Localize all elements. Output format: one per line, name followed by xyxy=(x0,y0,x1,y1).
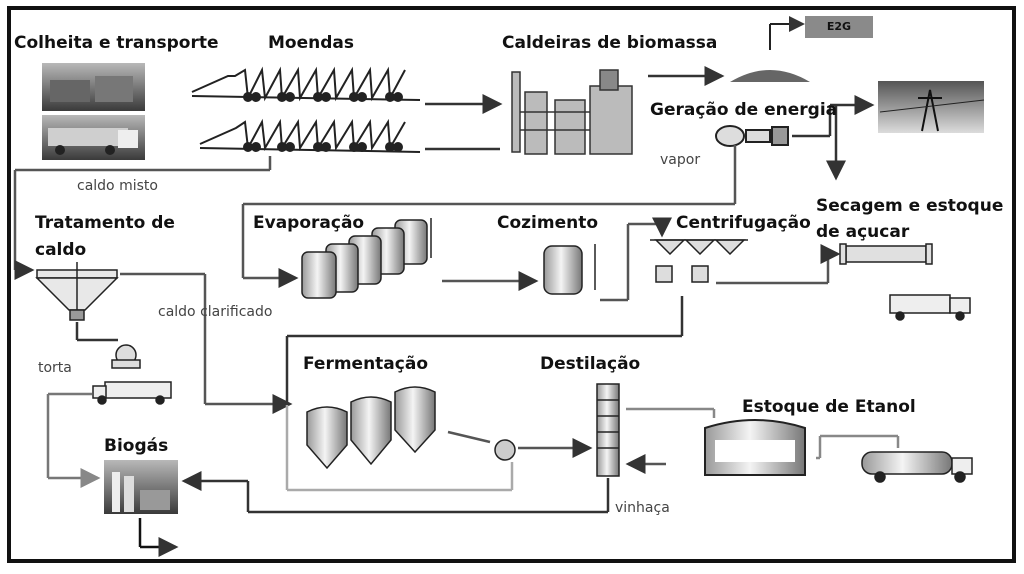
label-drying-line1: Secagem e estoque xyxy=(816,196,1004,216)
label-centrifuge: Centrifugação xyxy=(676,213,811,233)
label-distillation: Destilação xyxy=(540,354,641,374)
clarifier-illustration xyxy=(35,262,119,321)
label-evaporation: Evaporação xyxy=(253,213,365,233)
label-fermentation: Fermentação xyxy=(303,354,429,374)
label-vinasse: vinhaça xyxy=(615,500,670,516)
ethanol-tanker-illustration xyxy=(861,451,973,483)
label-ethanol-storage: Estoque de Etanol xyxy=(742,397,916,417)
label-biogas: Biogás xyxy=(104,436,169,456)
harvest-photos xyxy=(42,63,145,160)
label-boilers: Caldeiras de biomassa xyxy=(502,33,718,53)
filter-illustration xyxy=(111,344,141,369)
label-mills: Moendas xyxy=(268,33,354,53)
fermentation-tanks-illustration xyxy=(306,386,516,470)
sugar-truck-illustration xyxy=(889,294,971,321)
generator-illustration xyxy=(715,125,789,147)
label-filter-cake: torta xyxy=(38,360,72,376)
evaporators-illustration xyxy=(301,218,432,299)
flow-lines xyxy=(13,66,900,557)
centrifuges-illustration xyxy=(650,239,748,283)
cooking-pan-illustration xyxy=(543,244,596,295)
label-drying-line2: de açucar xyxy=(816,222,910,242)
label-cooking: Cozimento xyxy=(497,213,599,233)
dryer-illustration xyxy=(839,243,933,265)
label-treatment-line2: caldo xyxy=(35,240,87,260)
mills-illustration xyxy=(191,66,421,153)
power-lines-photo xyxy=(878,81,985,133)
boilers-illustration xyxy=(511,69,633,155)
label-clarified-juice: caldo clarificado xyxy=(158,304,273,320)
cake-truck-illustration xyxy=(92,381,172,405)
label-mixed-juice: caldo misto xyxy=(77,178,158,194)
diagram-frame xyxy=(7,6,1016,563)
ethanol-tank-illustration xyxy=(704,419,806,476)
label-e2g: E2G xyxy=(805,16,873,38)
distillation-column-illustration xyxy=(596,383,620,477)
e2g-biomass-pile xyxy=(730,16,810,82)
biogas-plant-photo xyxy=(104,460,178,514)
label-power-generation: Geração de energia xyxy=(650,100,838,120)
label-steam: vapor xyxy=(660,152,701,168)
label-treatment-line1: Tratamento de xyxy=(35,213,175,233)
label-harvest: Colheita e transporte xyxy=(14,33,219,53)
